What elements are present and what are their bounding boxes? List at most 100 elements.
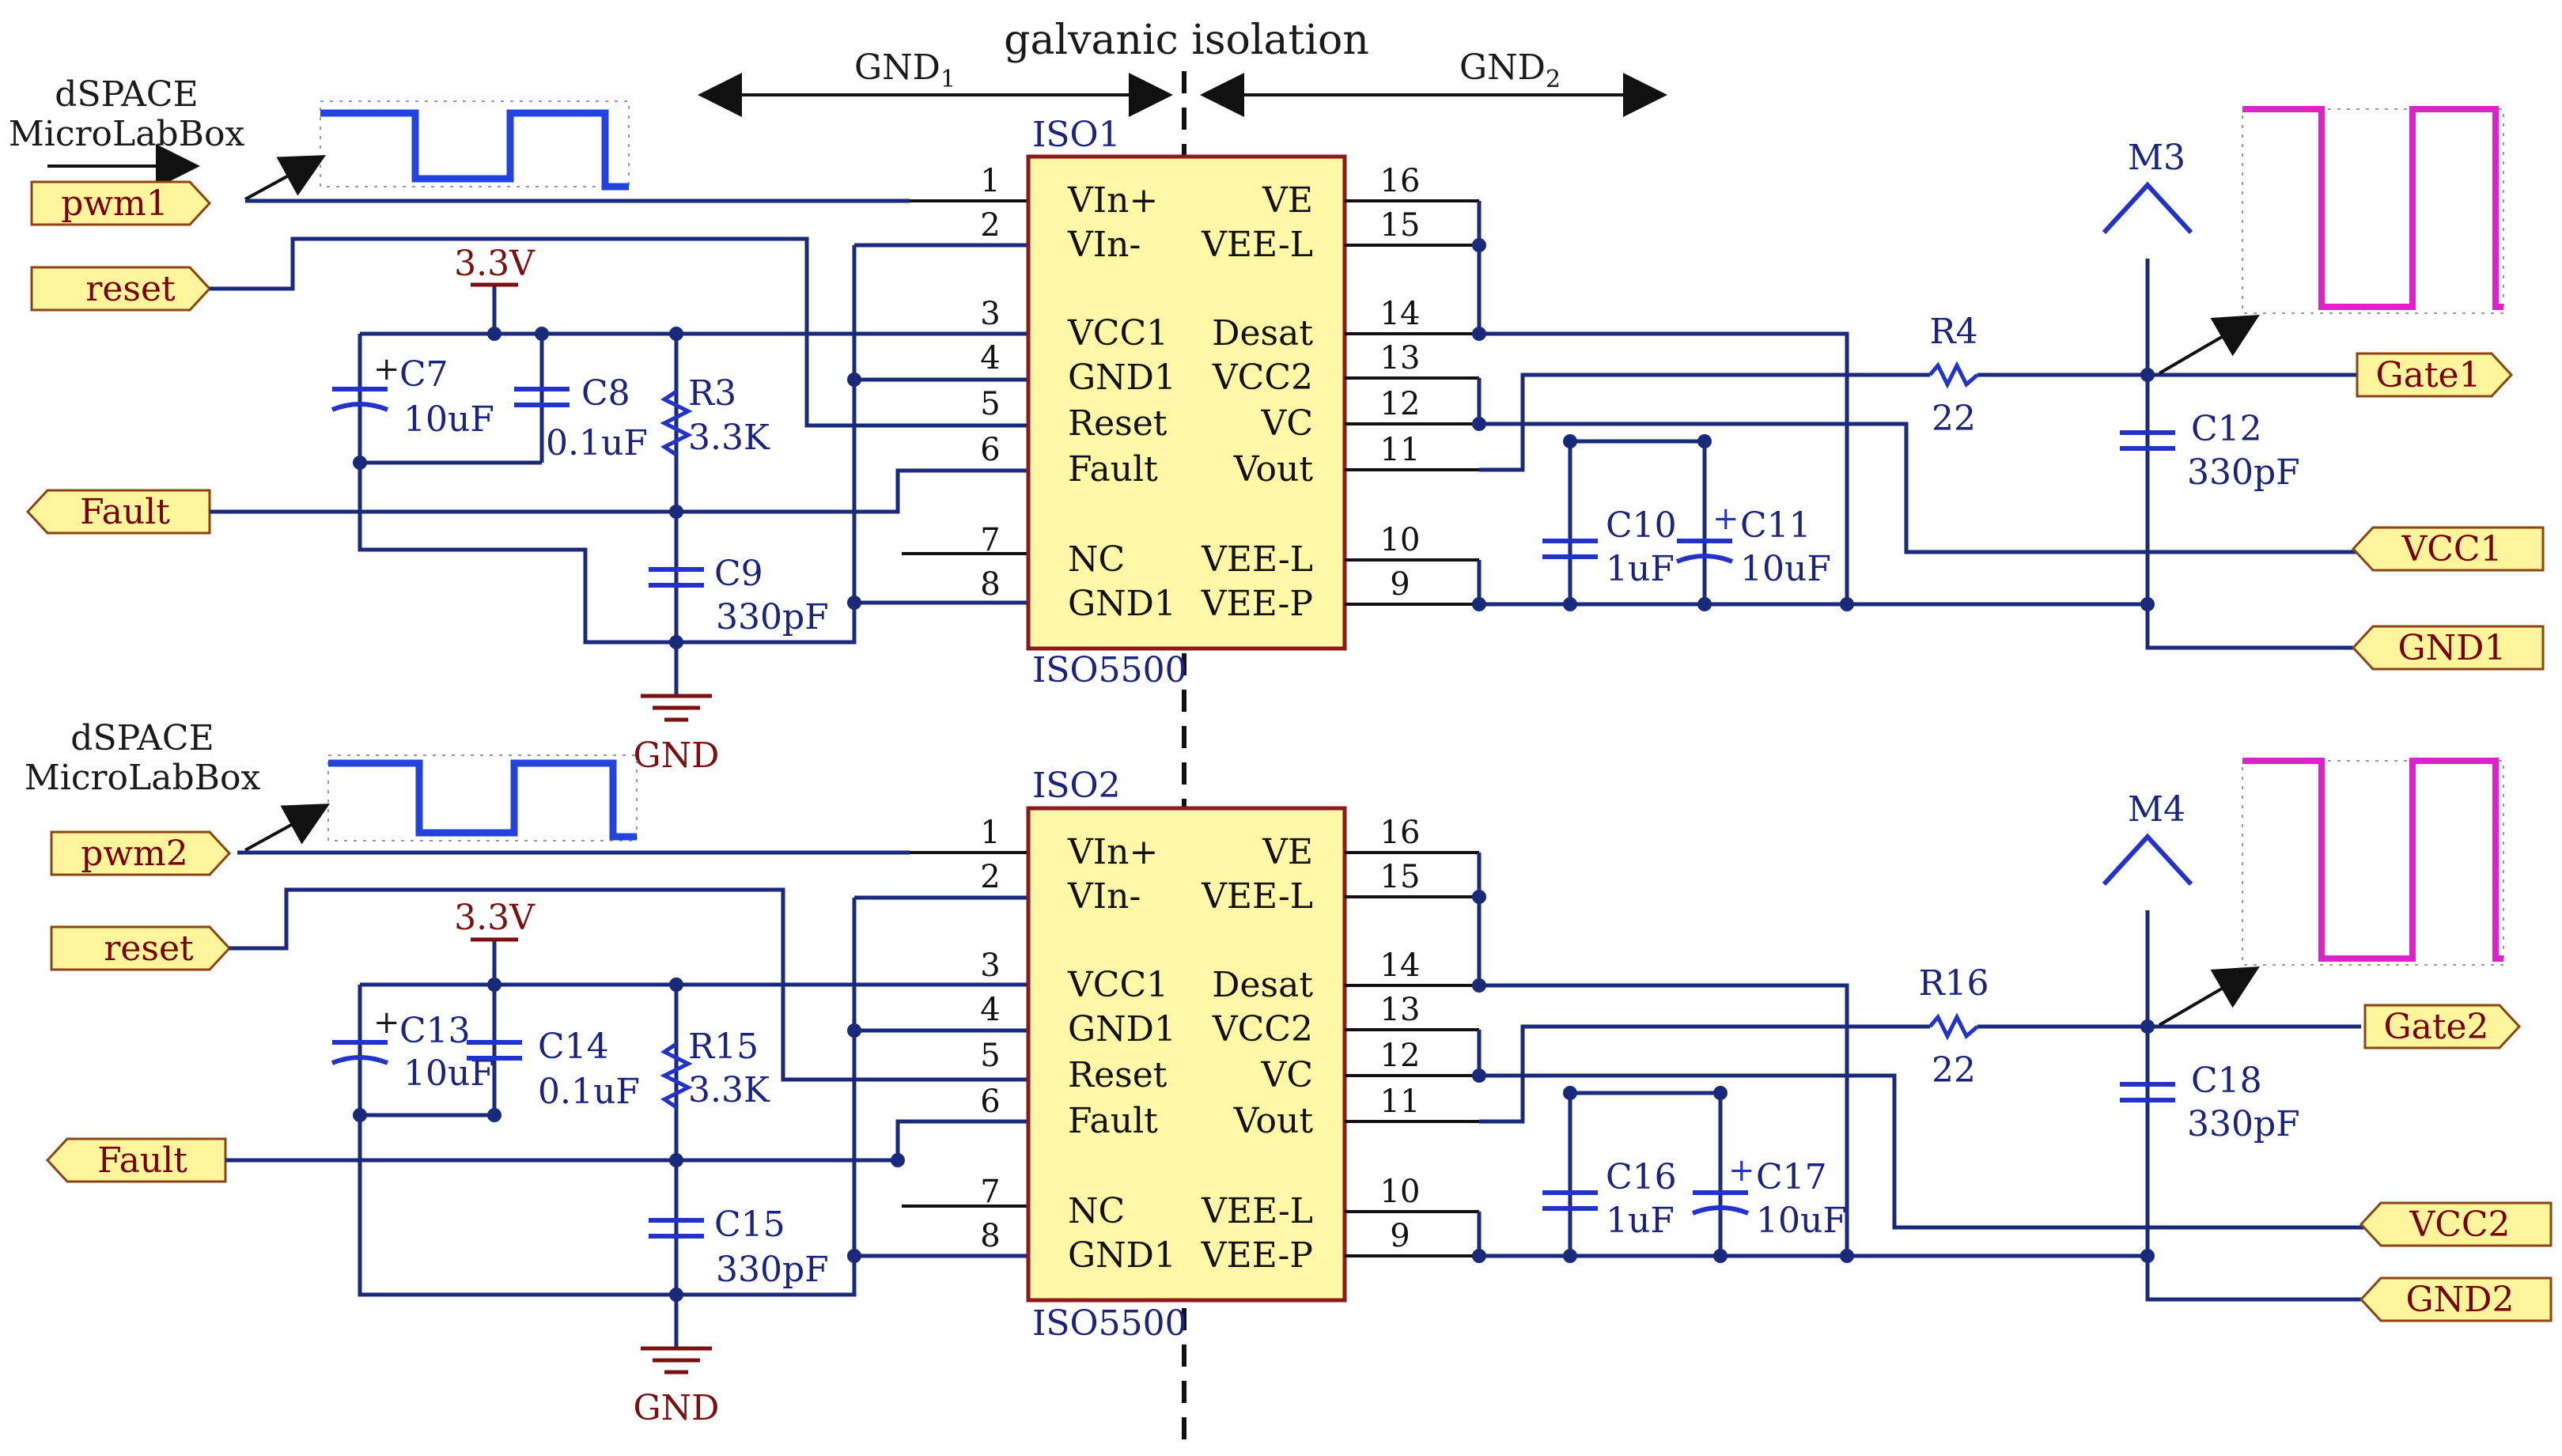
junction-right-bottom-5 xyxy=(1713,1086,1728,1100)
ic-part-top: ISO5500 xyxy=(1032,650,1187,690)
pin-num-right-bottom-10: 10 xyxy=(1380,1174,1421,1210)
wire-reset-bottom xyxy=(229,887,1028,1082)
pin-num-right-top-10: 10 xyxy=(1380,522,1421,558)
gnd1-port[interactable]: GND1 xyxy=(2351,625,2545,671)
resistor-r4 xyxy=(1928,361,1979,389)
fault-port-bottom[interactable]: Fault xyxy=(45,1137,227,1183)
left-pin-leads-top xyxy=(902,199,1028,555)
junction-right-top-4 xyxy=(1563,434,1577,448)
resistor-r15: R15 3.3K xyxy=(660,1027,770,1110)
pin-num-left-bottom-2: 2 xyxy=(980,859,1000,895)
source-label-bottom-line1: dSPACE xyxy=(70,718,214,758)
gate2-port[interactable]: Gate2 xyxy=(2363,1004,2522,1049)
svg-text:pwm2: pwm2 xyxy=(81,834,188,874)
svg-text:VCC1: VCC1 xyxy=(2401,529,2502,569)
wire-fault-top xyxy=(210,468,1028,514)
probe-arrow-in-bottom xyxy=(244,804,331,852)
svg-text:Gate1: Gate1 xyxy=(2375,355,2481,395)
svg-text:C7: C7 xyxy=(399,354,448,395)
source-label-bottom-line2: MicroLabBox xyxy=(25,758,261,798)
vcc1-port[interactable]: VCC1 xyxy=(2351,526,2545,572)
label-c16: C16 xyxy=(1606,1157,1677,1197)
junction-right-bottom-3 xyxy=(1472,1249,1486,1263)
junction-right-bottom-4 xyxy=(1563,1086,1577,1100)
pin-name-right-top-13: VCC2 xyxy=(1212,357,1313,398)
junction-right-top-10 xyxy=(2140,368,2155,382)
pin-num-right-bottom-12: 12 xyxy=(1380,1038,1421,1074)
wire-cap-loop-bottom xyxy=(358,985,857,1297)
junction-right-bottom-9 xyxy=(2140,1249,2155,1263)
pin-num-right-top-9: 9 xyxy=(1390,566,1410,603)
capacitor-c15: C15 330pF xyxy=(649,1205,829,1290)
junction-right-top-0 xyxy=(1472,238,1486,252)
pwm2-port[interactable]: pwm2 xyxy=(50,830,232,876)
vcc2-port[interactable]: VCC2 xyxy=(2359,1201,2553,1247)
pin-num-left-bottom-7: 7 xyxy=(980,1174,1000,1210)
ic-iso2: ISO2 ISO5500 xyxy=(1026,766,1347,1344)
gate-drive-outputs: R422C101uF+C1110uFC12330pFM3Gate1VCC1GND… xyxy=(1472,106,2553,1322)
junction-right-bottom-6 xyxy=(1563,1249,1577,1263)
svg-text:GND1: GND1 xyxy=(2398,628,2507,668)
value-r4: 22 xyxy=(1932,399,1976,439)
capacitor-c9: C9 330pF xyxy=(649,554,829,637)
svg-text:GND: GND xyxy=(634,736,720,776)
svg-text:10uF: 10uF xyxy=(403,399,494,440)
channel-top: dSPACE MicroLabBox pwm1 reset Fault xyxy=(9,74,1347,776)
pin-num-left-top-6: 6 xyxy=(980,432,1000,468)
pin-num-left-top-2: 2 xyxy=(980,207,1000,244)
pin-num-right-top-14: 14 xyxy=(1380,296,1421,332)
svg-text:pwm1: pwm1 xyxy=(61,183,168,224)
pin-num-left-top-4: 4 xyxy=(980,340,1000,376)
svg-text:reset: reset xyxy=(104,928,194,969)
wire-reset-top xyxy=(210,236,1028,428)
capacitor-c8: C8 0.1uF xyxy=(514,373,648,463)
pin-name-left-bottom-2: VIn- xyxy=(1067,876,1141,917)
pwm1-port[interactable]: pwm1 xyxy=(30,180,212,226)
pin-num-left-bottom-1: 1 xyxy=(980,815,1000,851)
fault-port-top[interactable]: Fault xyxy=(25,489,211,535)
svg-text:reset: reset xyxy=(85,269,176,309)
wire-gnd1-bus-bottom xyxy=(852,898,1028,1258)
source-label-top-line1: dSPACE xyxy=(55,74,198,115)
gnd1-domain-label: GND1 xyxy=(854,47,956,93)
cap-bottom-plate-c11 xyxy=(1675,554,1734,564)
cap-bottom-plate-c17 xyxy=(1691,1205,1750,1216)
pin-name-right-bottom-10: VEE-L xyxy=(1201,1191,1313,1231)
pin-name-right-bottom-13: VCC2 xyxy=(1212,1009,1313,1049)
channel-bottom: dSPACE MicroLabBox pwm2 reset Fault xyxy=(25,718,1347,1428)
reset-port-top[interactable]: reset xyxy=(30,266,212,312)
label-c12: C12 xyxy=(2191,409,2262,449)
svg-text:0.1uF: 0.1uF xyxy=(546,423,648,463)
gnd2-domain-label: GND2 xyxy=(1459,47,1561,93)
label-r16: R16 xyxy=(1918,963,1989,1004)
pin-name-right-bottom-15: VEE-L xyxy=(1201,876,1313,917)
pin-num-left-top-7: 7 xyxy=(980,522,1000,558)
pin-name-left-top-8: GND1 xyxy=(1068,584,1176,624)
svg-text:R3: R3 xyxy=(688,373,736,414)
wire-vout-bottom xyxy=(1479,1024,1930,1124)
junction-right-top-1 xyxy=(1472,327,1486,341)
left-pin-leads-bottom xyxy=(902,851,1028,1208)
pin-num-left-bottom-5: 5 xyxy=(980,1038,1000,1074)
pin-num-left-bottom-3: 3 xyxy=(980,947,1000,984)
pin-num-right-top-11: 11 xyxy=(1380,432,1421,468)
pin-name-left-bottom-4: GND1 xyxy=(1068,1009,1176,1049)
ic-part-bottom: ISO5500 xyxy=(1032,1303,1187,1344)
ground-symbol-top: GND xyxy=(634,694,720,776)
value-c16: 1uF xyxy=(1606,1201,1675,1241)
right-circuit-bottom: R1622C161uF+C1710uFC18330pFM4Gate2VCC2GN… xyxy=(1472,758,2553,1322)
junctions-left-top xyxy=(353,327,861,649)
svg-text:C9: C9 xyxy=(714,554,763,594)
value-c12: 330pF xyxy=(2187,452,2300,493)
pin-num-right-bottom-14: 14 xyxy=(1380,947,1421,984)
ic-name-top: ISO1 xyxy=(1032,115,1121,155)
gnd2-port[interactable]: GND2 xyxy=(2359,1276,2553,1322)
pin-num-right-bottom-13: 13 xyxy=(1380,992,1421,1028)
pin-name-left-bottom-5: Reset xyxy=(1068,1055,1167,1095)
pin-num-right-top-16: 16 xyxy=(1380,163,1421,199)
supply-3v3-top: 3.3V xyxy=(454,244,535,287)
svg-text:330pF: 330pF xyxy=(716,1250,829,1290)
gate1-port[interactable]: Gate1 xyxy=(2356,352,2514,398)
reset-port-bottom[interactable]: reset xyxy=(50,925,232,971)
pin-num-left-top-1: 1 xyxy=(980,163,1000,199)
